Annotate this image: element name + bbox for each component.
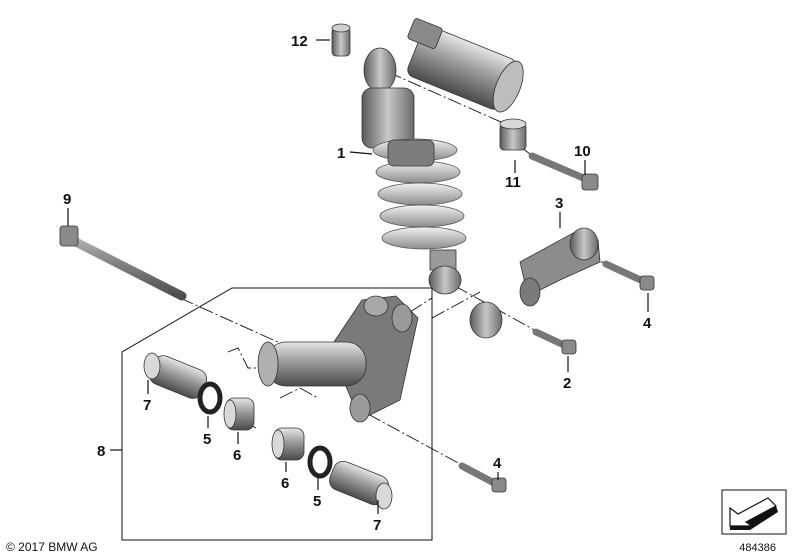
callout-10: 10	[574, 143, 591, 160]
arrow-icon[interactable]	[721, 489, 787, 535]
callout-5-left: 5	[203, 431, 211, 448]
part-7-sleeve-left	[143, 352, 207, 399]
part-5-washer-right	[307, 445, 333, 479]
callout-9: 9	[63, 191, 71, 208]
part-4-bolt-lower	[458, 462, 507, 493]
part-6-bush-right	[271, 427, 305, 461]
callout-5-right: 5	[313, 493, 321, 510]
part-linkage-bush	[469, 301, 503, 339]
part-10-bolt	[528, 152, 599, 191]
part-8-rocker	[257, 295, 419, 423]
part-3-linkage	[519, 227, 601, 307]
callout-7-right: 7	[373, 517, 381, 534]
part-4-bolt-upper	[602, 260, 655, 291]
part-1-shock-absorber	[361, 18, 524, 295]
part-5-washer-left	[197, 381, 223, 415]
callout-12: 12	[291, 33, 308, 50]
leader-lines	[67, 39, 649, 514]
callout-labels: 12 1 11 10 3 4 2 9 7 5 6 8 4 6 5 7	[63, 33, 652, 534]
part-6-bush-left	[223, 397, 255, 431]
callout-4-lower: 4	[493, 455, 502, 472]
document-number: 484386	[739, 542, 776, 554]
callout-6-right: 6	[281, 475, 289, 492]
callout-7-left: 7	[143, 397, 151, 414]
group-outline	[121, 287, 433, 541]
callout-3: 3	[555, 195, 563, 212]
callout-6-left: 6	[233, 447, 241, 464]
part-11-bush	[499, 118, 527, 151]
copyright-text: © 2017 BMW AG	[6, 540, 98, 554]
callout-8: 8	[97, 443, 105, 460]
callout-2: 2	[563, 375, 571, 392]
part-2-bolt	[532, 328, 577, 355]
callout-11: 11	[505, 174, 521, 191]
callout-1: 1	[337, 145, 345, 162]
callout-4-upper: 4	[643, 315, 652, 332]
part-9-axle	[59, 225, 187, 301]
part-12-bush	[331, 23, 351, 57]
part-7-sleeve-right	[329, 460, 393, 510]
